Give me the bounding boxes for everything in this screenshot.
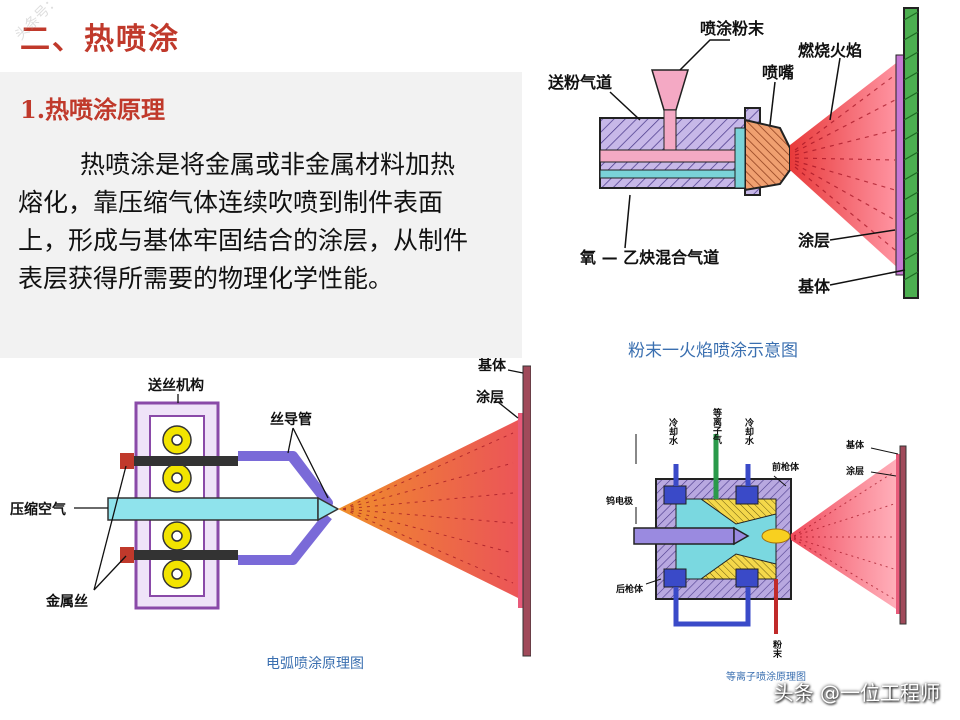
section-subtitle: 1.热喷涂原理 bbox=[20, 90, 165, 125]
arc-spray-diagram: 送丝机构 丝导管 压缩空气 金属丝 基体 涂层 电弧喷涂原理图 bbox=[10, 358, 531, 672]
feed-channel bbox=[599, 149, 751, 163]
label-metal-wire: 金属丝 bbox=[45, 593, 88, 610]
label-gas-channel: 氧 — 乙炔混合气道 bbox=[579, 248, 719, 267]
label-feed-channel: 送粉气道 bbox=[547, 73, 612, 92]
powder-hopper bbox=[650, 69, 690, 111]
subtitle-text: 热喷涂原理 bbox=[45, 95, 166, 124]
plasma-substrate bbox=[899, 445, 907, 625]
label-plasma-gas: 等离子气 bbox=[711, 407, 723, 445]
flame-caption: 粉末一火焰喷涂示意图 bbox=[628, 341, 798, 361]
label-nozzle: 喷嘴 bbox=[762, 63, 794, 82]
label-air: 压缩空气 bbox=[10, 501, 66, 518]
subtitle-number: 1. bbox=[20, 95, 46, 124]
plasma-caption: 等离子喷涂原理图 bbox=[726, 670, 806, 683]
label-plasma-substrate: 基体 bbox=[845, 439, 865, 451]
label-rear-body: 后枪体 bbox=[616, 583, 644, 595]
air-tube bbox=[107, 497, 319, 521]
label-wire-guide: 丝导管 bbox=[270, 411, 312, 428]
arc-coating bbox=[518, 413, 523, 608]
label-arc-coating: 涂层 bbox=[476, 389, 504, 406]
label-coating: 涂层 bbox=[798, 231, 830, 250]
text-panel bbox=[0, 72, 522, 358]
gas-channel bbox=[599, 169, 751, 179]
label-cooling-water-right: 冷却水 bbox=[743, 417, 754, 446]
wire-guide-tubes bbox=[238, 451, 333, 508]
label-substrate: 基体 bbox=[797, 277, 831, 296]
plasma-flame bbox=[791, 459, 896, 609]
plasma-spray-diagram: 冷却水 等离子气 冷却水 前枪体 钨电极 后枪体 粉末 基体 涂层 等离子喷涂原… bbox=[606, 407, 907, 683]
label-powder: 粉末 bbox=[771, 639, 783, 659]
flame-plume bbox=[790, 60, 900, 270]
label-arc-substrate: 基体 bbox=[478, 358, 507, 374]
feed-rollers bbox=[162, 425, 192, 589]
label-flame: 燃烧火焰 bbox=[798, 41, 862, 60]
label-powder: 喷涂粉末 bbox=[700, 19, 765, 38]
label-front-body: 前枪体 bbox=[772, 461, 800, 473]
arc-substrate bbox=[522, 365, 531, 657]
footer-watermark: 头条 @一位工程师 bbox=[773, 681, 940, 705]
substrate-plate bbox=[903, 7, 919, 299]
nozzle bbox=[744, 118, 791, 192]
arc-spray-cone bbox=[338, 420, 518, 598]
body-paragraph: 热喷涂是将金属或非金属材料加热熔化，靠压缩气体连续吹喷到制件表面上，形成与基体牢… bbox=[18, 146, 478, 298]
label-cooling-water-left: 冷却水 bbox=[667, 417, 678, 446]
coating-layer bbox=[895, 54, 905, 276]
label-plasma-coating: 涂层 bbox=[846, 465, 864, 477]
flame-spray-diagram: 喷涂粉末 送粉气道 喷嘴 燃烧火焰 氧 — 乙炔混合气道 涂层 基体 粉末一火焰… bbox=[547, 7, 919, 361]
label-wire-feed: 送丝机构 bbox=[147, 377, 204, 394]
tungsten-electrode bbox=[633, 527, 735, 545]
slide-title: 二、热喷涂 bbox=[20, 22, 180, 57]
arc-caption: 电弧喷涂原理图 bbox=[266, 656, 364, 672]
label-electrode: 钨电极 bbox=[606, 495, 634, 507]
body-text: 热喷涂是将金属或非金属材料加热熔化，靠压缩气体连续吹喷到制件表面上，形成与基体牢… bbox=[18, 150, 469, 293]
